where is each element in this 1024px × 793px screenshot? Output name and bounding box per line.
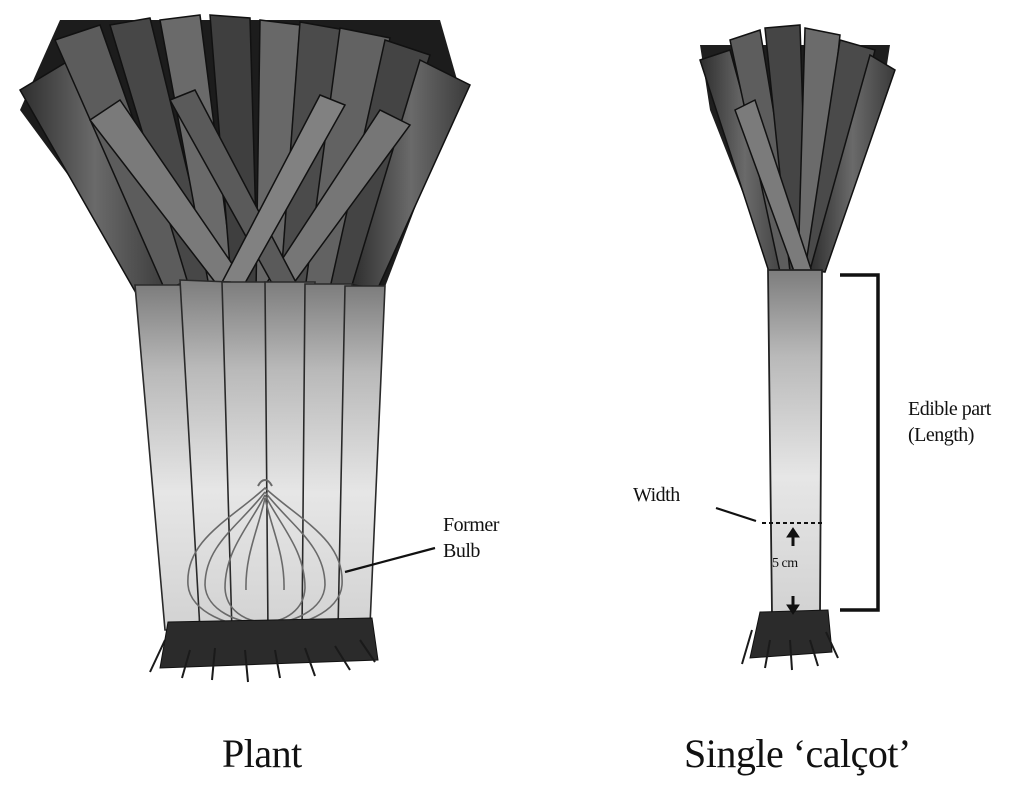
plant-roots <box>150 618 378 682</box>
former-bulb-label-line2: Bulb <box>443 540 480 562</box>
plant-stems <box>135 280 385 632</box>
calcot-leaves <box>700 25 895 275</box>
width-label: Width <box>633 484 680 506</box>
width-leader <box>716 508 756 521</box>
plant-leaves <box>20 15 470 300</box>
former-bulb-label-line1: Former <box>443 514 499 536</box>
edible-part-label-line1: Edible part <box>908 398 991 420</box>
edible-part-label-line2: (Length) <box>908 424 974 446</box>
plant-illustration <box>20 15 470 682</box>
calcot-roots <box>742 610 838 670</box>
edible-bracket <box>840 275 878 610</box>
plant-caption: Plant <box>222 730 302 777</box>
single-calcot-caption: Single ‘calçot’ <box>684 730 911 777</box>
measure-label: 5 cm <box>772 556 798 572</box>
single-calcot-illustration <box>700 25 895 670</box>
